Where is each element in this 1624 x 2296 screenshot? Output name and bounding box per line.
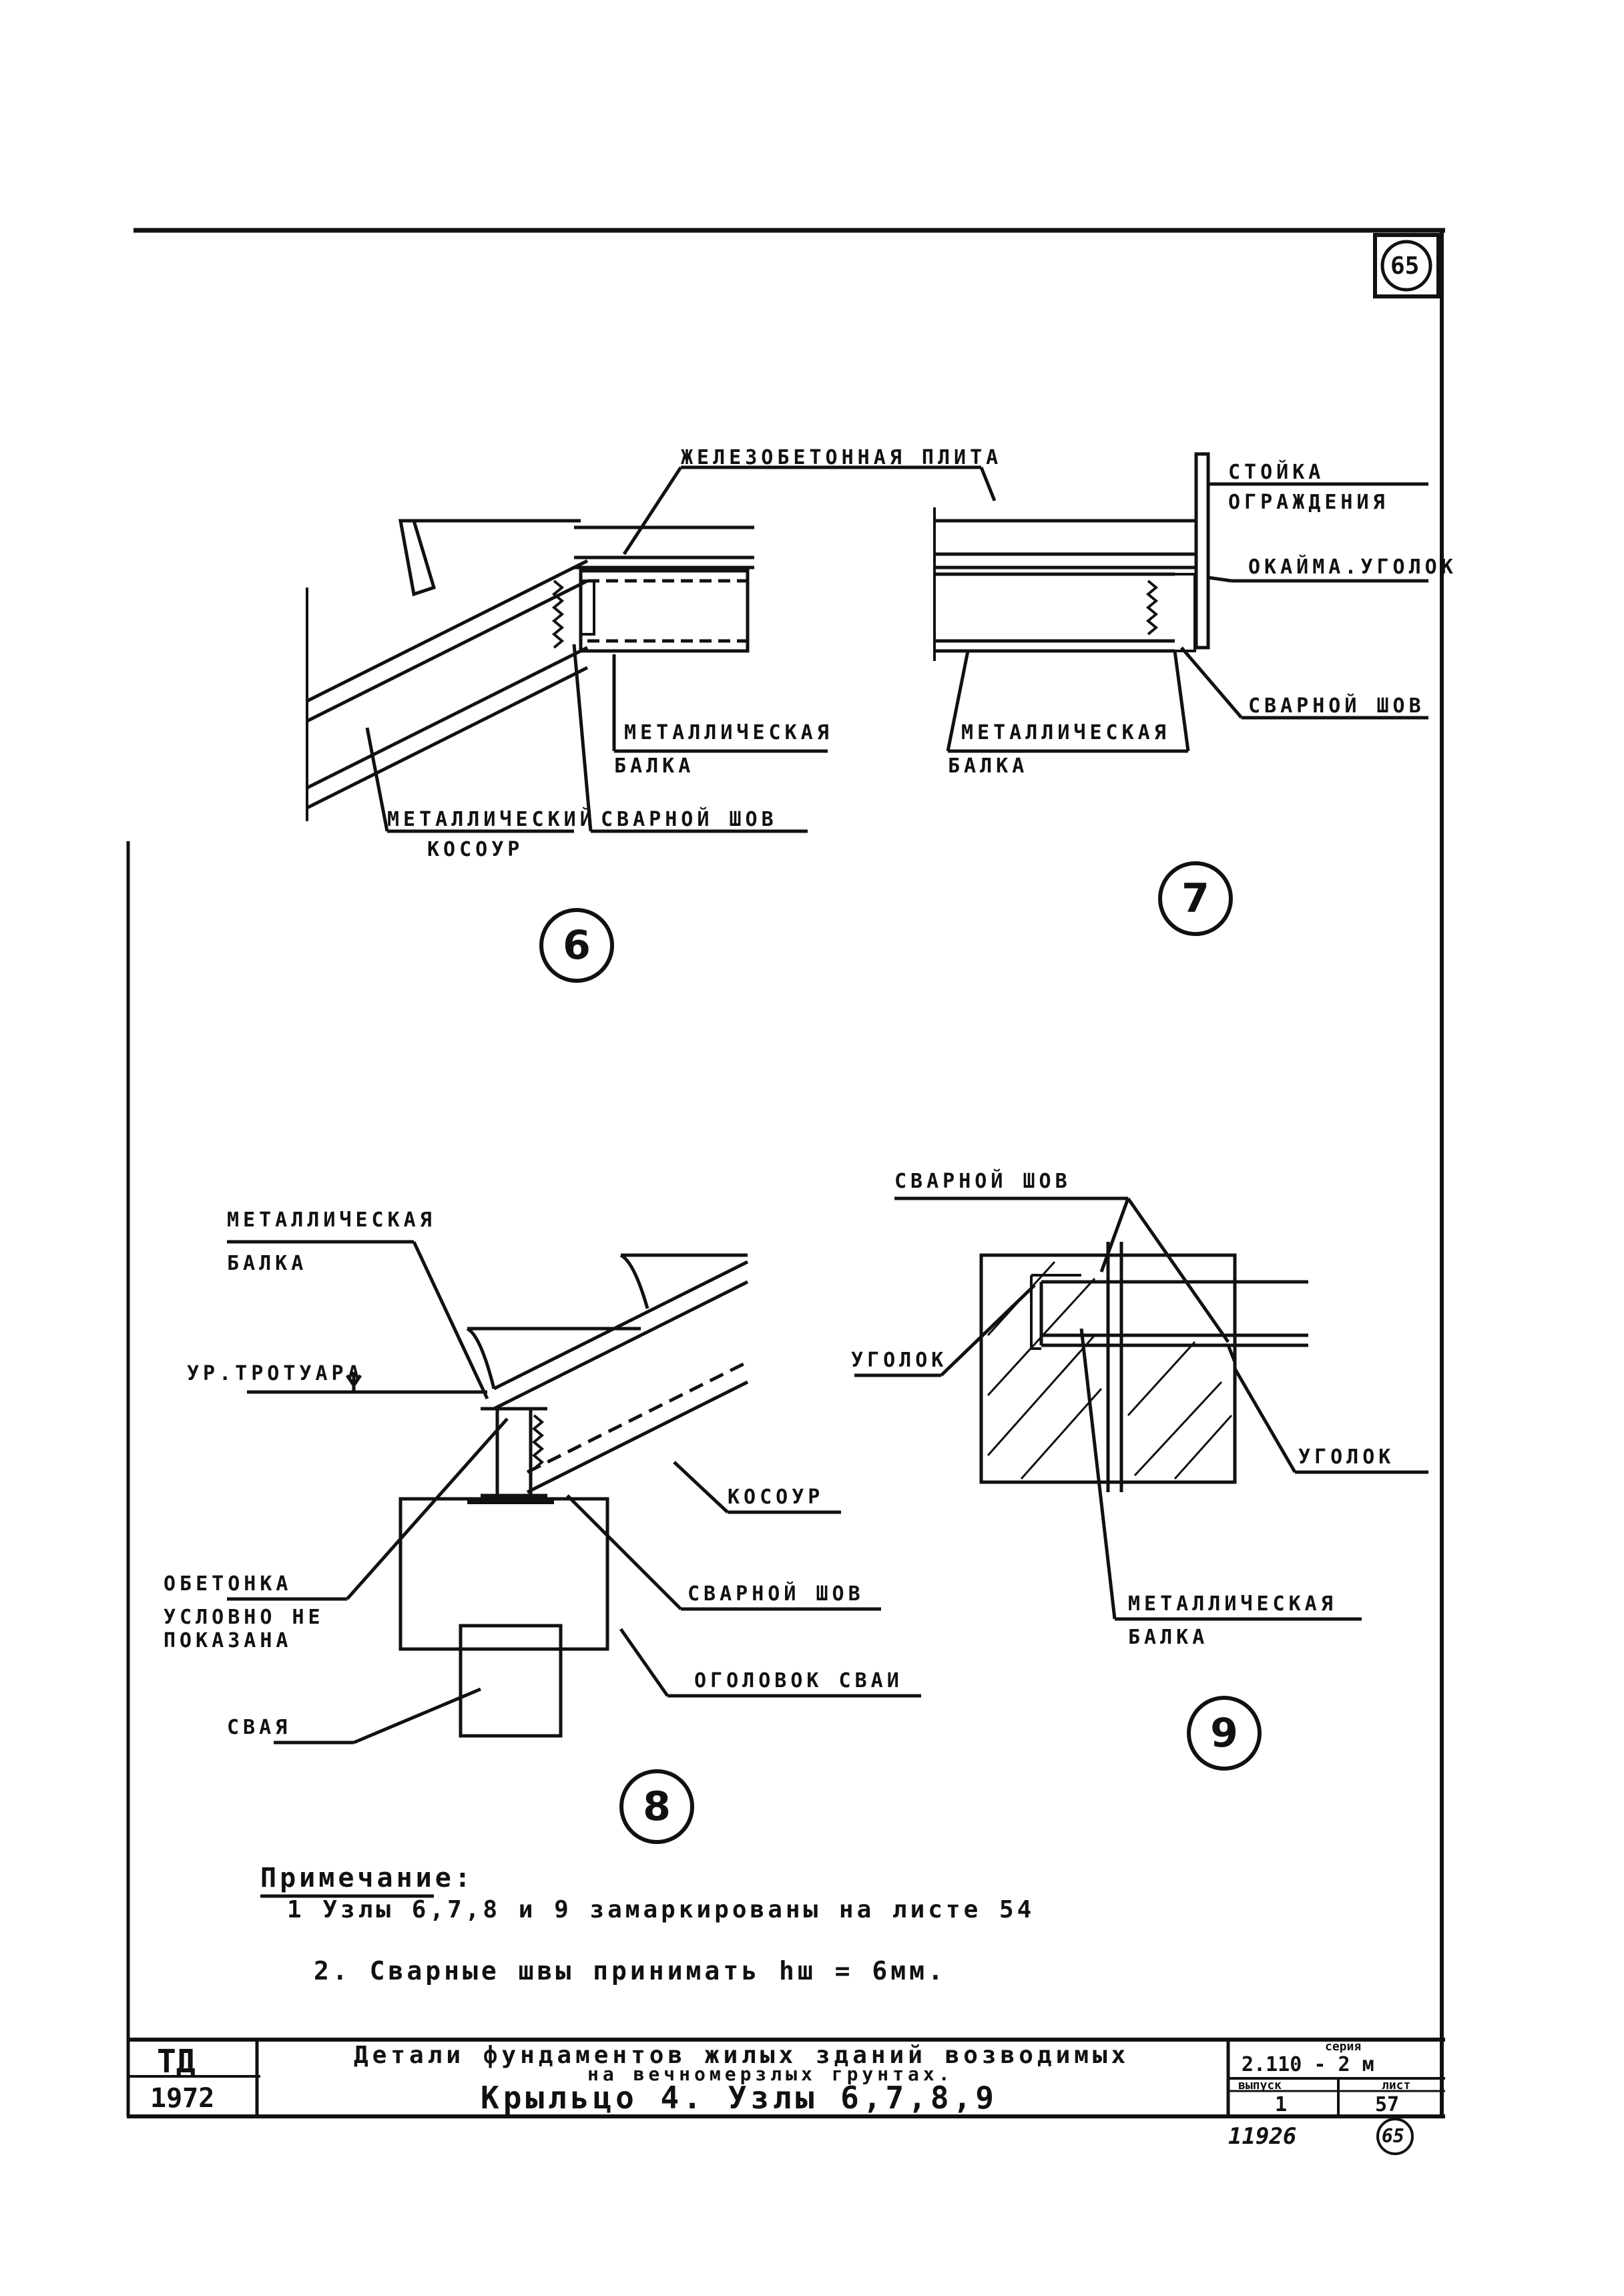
notes-heading: Примечание: [260,1863,474,1893]
d8-beam-label-2: БАЛКА [227,1252,308,1275]
tb-sheet-label: лист [1382,2078,1411,2092]
d7-post-label-1: СТОЙКА [1228,461,1325,484]
tb-org: ТД [157,2043,196,2080]
tb-issue-label: выпуск [1238,2078,1282,2092]
sheet-mark-box [1373,233,1440,298]
d7-beam-label-1: МЕТАЛЛИЧЕСКАЯ [961,721,1170,744]
footer-circle [1376,2118,1414,2155]
d7-post-label-2: ОГРАЖДЕНИЯ [1228,491,1389,514]
d8-cap-label: ОГОЛОВОК СВАИ [694,1669,903,1692]
d6-slab-label: ЖЕЛЕЗОБЕТОННАЯ ПЛИТА [681,446,1003,469]
detail-7-number: 7 [1158,861,1233,936]
tb-issue-value: 1 [1275,2093,1288,2116]
d9-weld-label: СВАРНОЙ ШОВ [894,1170,1071,1193]
tb-subtitle: Крыльцо 4. Узлы 6,7,8,9 [481,2080,998,2116]
d7-edging-label: ОКАЙМА.УГОЛОК [1248,555,1457,579]
tb-sheet-value: 57 [1375,2093,1400,2116]
footer-circled-mark: 65 [1382,2125,1404,2147]
detail-9-drawing [854,1196,1428,1621]
d8-pile-label: СВАЯ [227,1716,292,1739]
detail-6-drawing [306,465,997,833]
d8-cladding-label-2: УСЛОВНО НЕ [164,1606,324,1629]
detail-6-number: 6 [539,908,614,983]
tb-year: 1972 [150,2083,215,2114]
notes-line-1: 1 Узлы 6,7,8 и 9 замаркированы на листе … [287,1896,1035,1923]
detail-8-drawing [227,1240,921,1745]
tb-title-line-2: на вечномерзлых грунтах. [587,2063,954,2085]
detail-8-number: 8 [619,1769,694,1844]
sheet-mark-circle [1380,240,1432,292]
sheet-mark: 65 [1390,252,1420,280]
tb-title-line-1: Детали фундаментов жилых зданий возводим… [354,2042,1130,2069]
d9-beam-label-2: БАЛКА [1128,1626,1209,1649]
d9-beam-label-1: МЕТАЛЛИЧЕСКАЯ [1128,1592,1337,1616]
detail-7-drawing [933,452,1428,753]
d9-angle-right-label: УГОЛОК [1298,1445,1395,1469]
d7-weld-label: СВАРНОЙ ШОВ [1248,694,1425,718]
d6-beam-label-2: БАЛКА [614,754,695,778]
d8-level-label: УР.ТРОТУАРА [187,1362,364,1385]
d6-beam-label-1: МЕТАЛЛИЧЕСКАЯ [624,721,833,744]
tb-series-value: 2.110 - 2 м [1242,2053,1374,2076]
d9-angle-left-label: УГОЛОК [851,1349,948,1372]
d8-cladding-label-1: ОБЕТОНКА [164,1572,292,1596]
notes-line-2: 2. Сварные швы принимать hш = 6мм. [314,1956,946,1986]
detail-9-number: 9 [1187,1696,1262,1771]
tb-series-label: серия [1325,2040,1362,2054]
d7-beam-label-2: БАЛКА [948,754,1029,778]
d6-stringer-label-1: МЕТАЛЛИЧЕСКИЙ [387,808,596,831]
archive-number: 11926 [1228,2123,1297,2150]
title-block-lines [127,2038,1445,2155]
d8-weld-label: СВАРНОЙ ШОВ [688,1582,864,1606]
d8-beam-label-1: МЕТАЛЛИЧЕСКАЯ [227,1208,436,1232]
d6-weld-label: СВАРНОЙ ШОВ [601,808,778,831]
d8-stringer-label: КОСОУР [728,1485,824,1509]
d6-stringer-label-2: КОСОУР [427,838,524,861]
d8-cladding-label-3: ПОКАЗАНА [164,1629,292,1652]
